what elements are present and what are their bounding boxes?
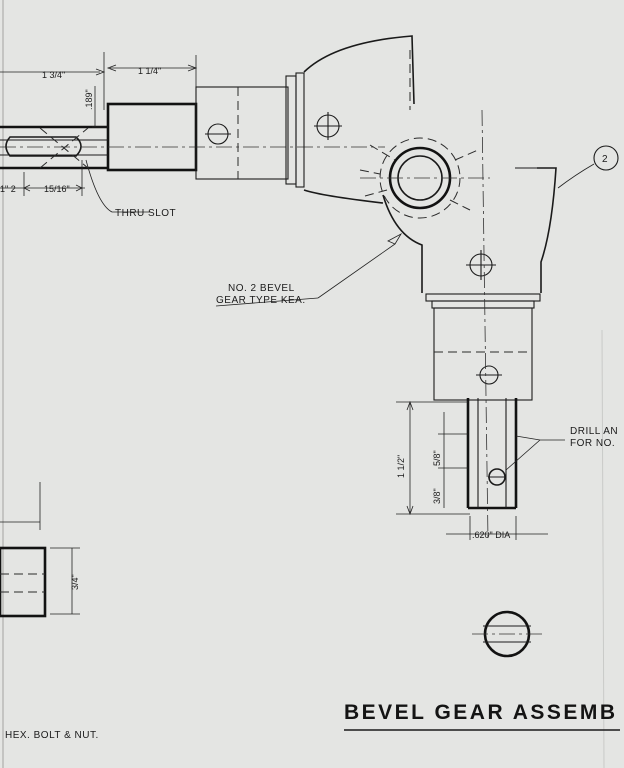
callout-hex-bolt: HEX. BOLT & NUT.: [5, 730, 99, 741]
balloon-number: 2: [602, 154, 608, 165]
dimension-189: .189": [84, 89, 94, 110]
output-shaft: [466, 398, 518, 510]
bevel-gear-underline: [215, 297, 319, 307]
lower-dimension-lines: [0, 159, 150, 213]
callout-bevel-gear-line2: GEAR TYPE KEA.: [216, 295, 306, 306]
lower-left-partial-view: [0, 482, 80, 618]
horizontal-housing: [195, 35, 415, 204]
dimension-1-1-2: 1 1/2": [396, 455, 406, 478]
callout-thru-slot: THRU SLOT: [115, 208, 176, 219]
balloon-leader: [557, 163, 595, 189]
sheet-fold-line: [601, 329, 605, 768]
drill-leader-lines: [505, 435, 565, 471]
dimension-1-1-4: 1 1/4": [138, 66, 161, 76]
dimension-3-4: 3/4": [70, 574, 80, 590]
gear-hub: [359, 137, 490, 219]
dimension-620-dia: .620" DIA: [472, 530, 510, 540]
top-dimension-lines: [0, 52, 198, 128]
callout-drill-line2: FOR NO.: [570, 438, 615, 449]
callout-bevel-gear-line1: NO. 2 BEVEL: [228, 283, 295, 294]
vertical-housing: [382, 109, 557, 541]
thru-slot-shape: [5, 127, 89, 169]
callout-drill-line1: DRILL AN: [570, 426, 618, 437]
bevel-gear-leader: [317, 232, 403, 299]
dimension-1-3-4: 1 3/4": [42, 70, 65, 80]
dimension-3-8: 3/8": [432, 488, 442, 504]
dimension-5-8: 5/8": [432, 450, 442, 466]
vertical-dimension-lines: [396, 400, 548, 540]
dimension-15-16: 15/16": [44, 184, 70, 194]
balloon-circle: [593, 145, 619, 171]
drawing-title: BEVEL GEAR ASSEMB: [344, 701, 618, 724]
dimension-1-2-partial: 1" 2: [0, 184, 16, 194]
section-circle-view: [472, 610, 542, 658]
